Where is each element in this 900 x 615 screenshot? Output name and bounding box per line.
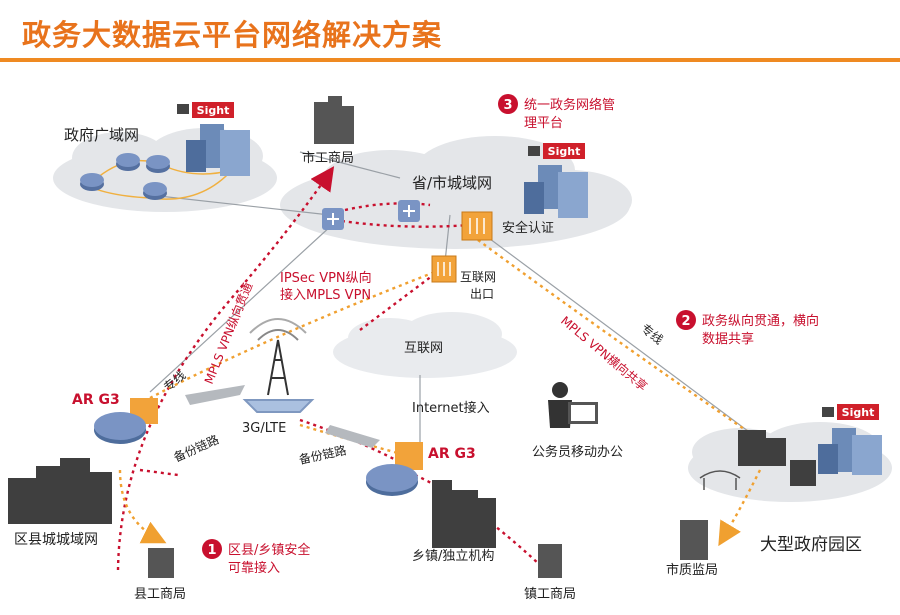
callout-3-line1: 统一政务网络管 <box>524 97 615 113</box>
security-auth-label: 安全认证 <box>502 220 554 236</box>
callout-2: 2 政务纵向贯通，横向 数据共享 <box>676 310 819 347</box>
civil-mobile-label: 公务员移动办公 <box>532 444 623 460</box>
callout-3: 3 统一政务网络管 理平台 <box>498 94 615 131</box>
cell-tower-icon <box>242 318 315 413</box>
town-bureau-label: 镇工商局 <box>524 587 576 602</box>
sight-logo-badge: Sight <box>543 143 585 159</box>
title-divider <box>0 58 900 62</box>
firewall-icon <box>461 211 493 241</box>
server-cluster-icon <box>177 104 250 176</box>
svg-text:Sight: Sight <box>548 145 581 158</box>
park-label: 大型政府园区 <box>760 535 862 555</box>
svg-text:Sight: Sight <box>197 104 230 117</box>
building-icon <box>314 96 354 144</box>
router-icon <box>366 442 423 496</box>
town-org-label: 乡镇/独立机构 <box>412 549 494 564</box>
svg-text:1: 1 <box>207 543 216 558</box>
ipsec-label-2: 接入MPLS VPN <box>280 287 371 303</box>
callout-1-line1: 区县/乡镇安全 <box>228 542 310 558</box>
backup-link-arrows <box>185 385 380 448</box>
server-cluster-icon <box>818 407 882 475</box>
gate-icon <box>699 470 741 490</box>
router-icon <box>146 155 170 173</box>
building-icon <box>148 548 174 578</box>
server-cluster-icon <box>524 146 588 218</box>
router-icon <box>116 153 140 171</box>
building-icon <box>8 458 112 524</box>
sight-logo-badge: Sight <box>192 102 234 118</box>
internet-access-label: Internet接入 <box>412 400 490 416</box>
router-icon <box>143 182 167 200</box>
mobile-worker-icon <box>548 382 598 428</box>
svg-text:3: 3 <box>503 98 512 113</box>
callout-2-line1: 政务纵向贯通，横向 <box>702 313 819 329</box>
city-bureau-label: 市工商局 <box>302 150 354 166</box>
county-bureau-label: 县工商局 <box>134 587 186 602</box>
dedicated-right-label: 专线 <box>638 321 666 348</box>
ar-g3-mid-label: AR G3 <box>428 446 476 462</box>
page-title: 政务大数据云平台网络解决方案 <box>22 18 443 52</box>
svg-text:Sight: Sight <box>842 406 875 419</box>
mpls-horizontal-label: MPLS VPN横向共享 <box>558 313 650 394</box>
svg-text:2: 2 <box>681 314 690 329</box>
ar-g3-left-label: AR G3 <box>72 392 120 408</box>
ipsec-label-1: IPSec VPN纵向 <box>280 270 372 286</box>
quality-bureau-label: 市质监局 <box>666 562 718 578</box>
mpls-vertical-label: MPLS VPN纵向贯通 <box>201 280 255 386</box>
switch-icon <box>322 208 344 230</box>
building-icon <box>738 430 816 486</box>
building-icon <box>680 520 708 560</box>
router-icon <box>94 398 158 444</box>
province-city-label: 省/市城域网 <box>412 174 492 192</box>
firewall-icon <box>431 255 457 283</box>
callout-1: 1 区县/乡镇安全 可靠接入 <box>202 539 310 576</box>
internet-exit-label-1: 互联网 <box>460 270 496 284</box>
internet-cloud <box>333 312 517 378</box>
building-icon <box>538 544 562 578</box>
switch-icon <box>398 200 420 222</box>
sight-logo-badge: Sight <box>837 404 879 420</box>
internet-exit-label-2: 出口 <box>470 287 494 301</box>
building-icon <box>432 480 496 548</box>
callout-3-line2: 理平台 <box>524 116 563 131</box>
internet-cloud-label: 互联网 <box>404 341 443 356</box>
county-city-label: 区县城城域网 <box>14 532 98 548</box>
gray-links <box>149 151 761 450</box>
callout-1-line2: 可靠接入 <box>228 560 280 576</box>
red-vpn-paths <box>116 166 541 571</box>
orange-vpn-paths <box>118 239 762 547</box>
backup-mid-label: 备份链路 <box>298 442 348 467</box>
router-icon <box>80 173 104 191</box>
tower-label: 3G/LTE <box>242 421 286 436</box>
backup-left-label: 备份链路 <box>171 432 221 465</box>
callout-2-line2: 数据共享 <box>702 331 754 347</box>
gov-wan-label: 政府广域网 <box>64 126 139 144</box>
